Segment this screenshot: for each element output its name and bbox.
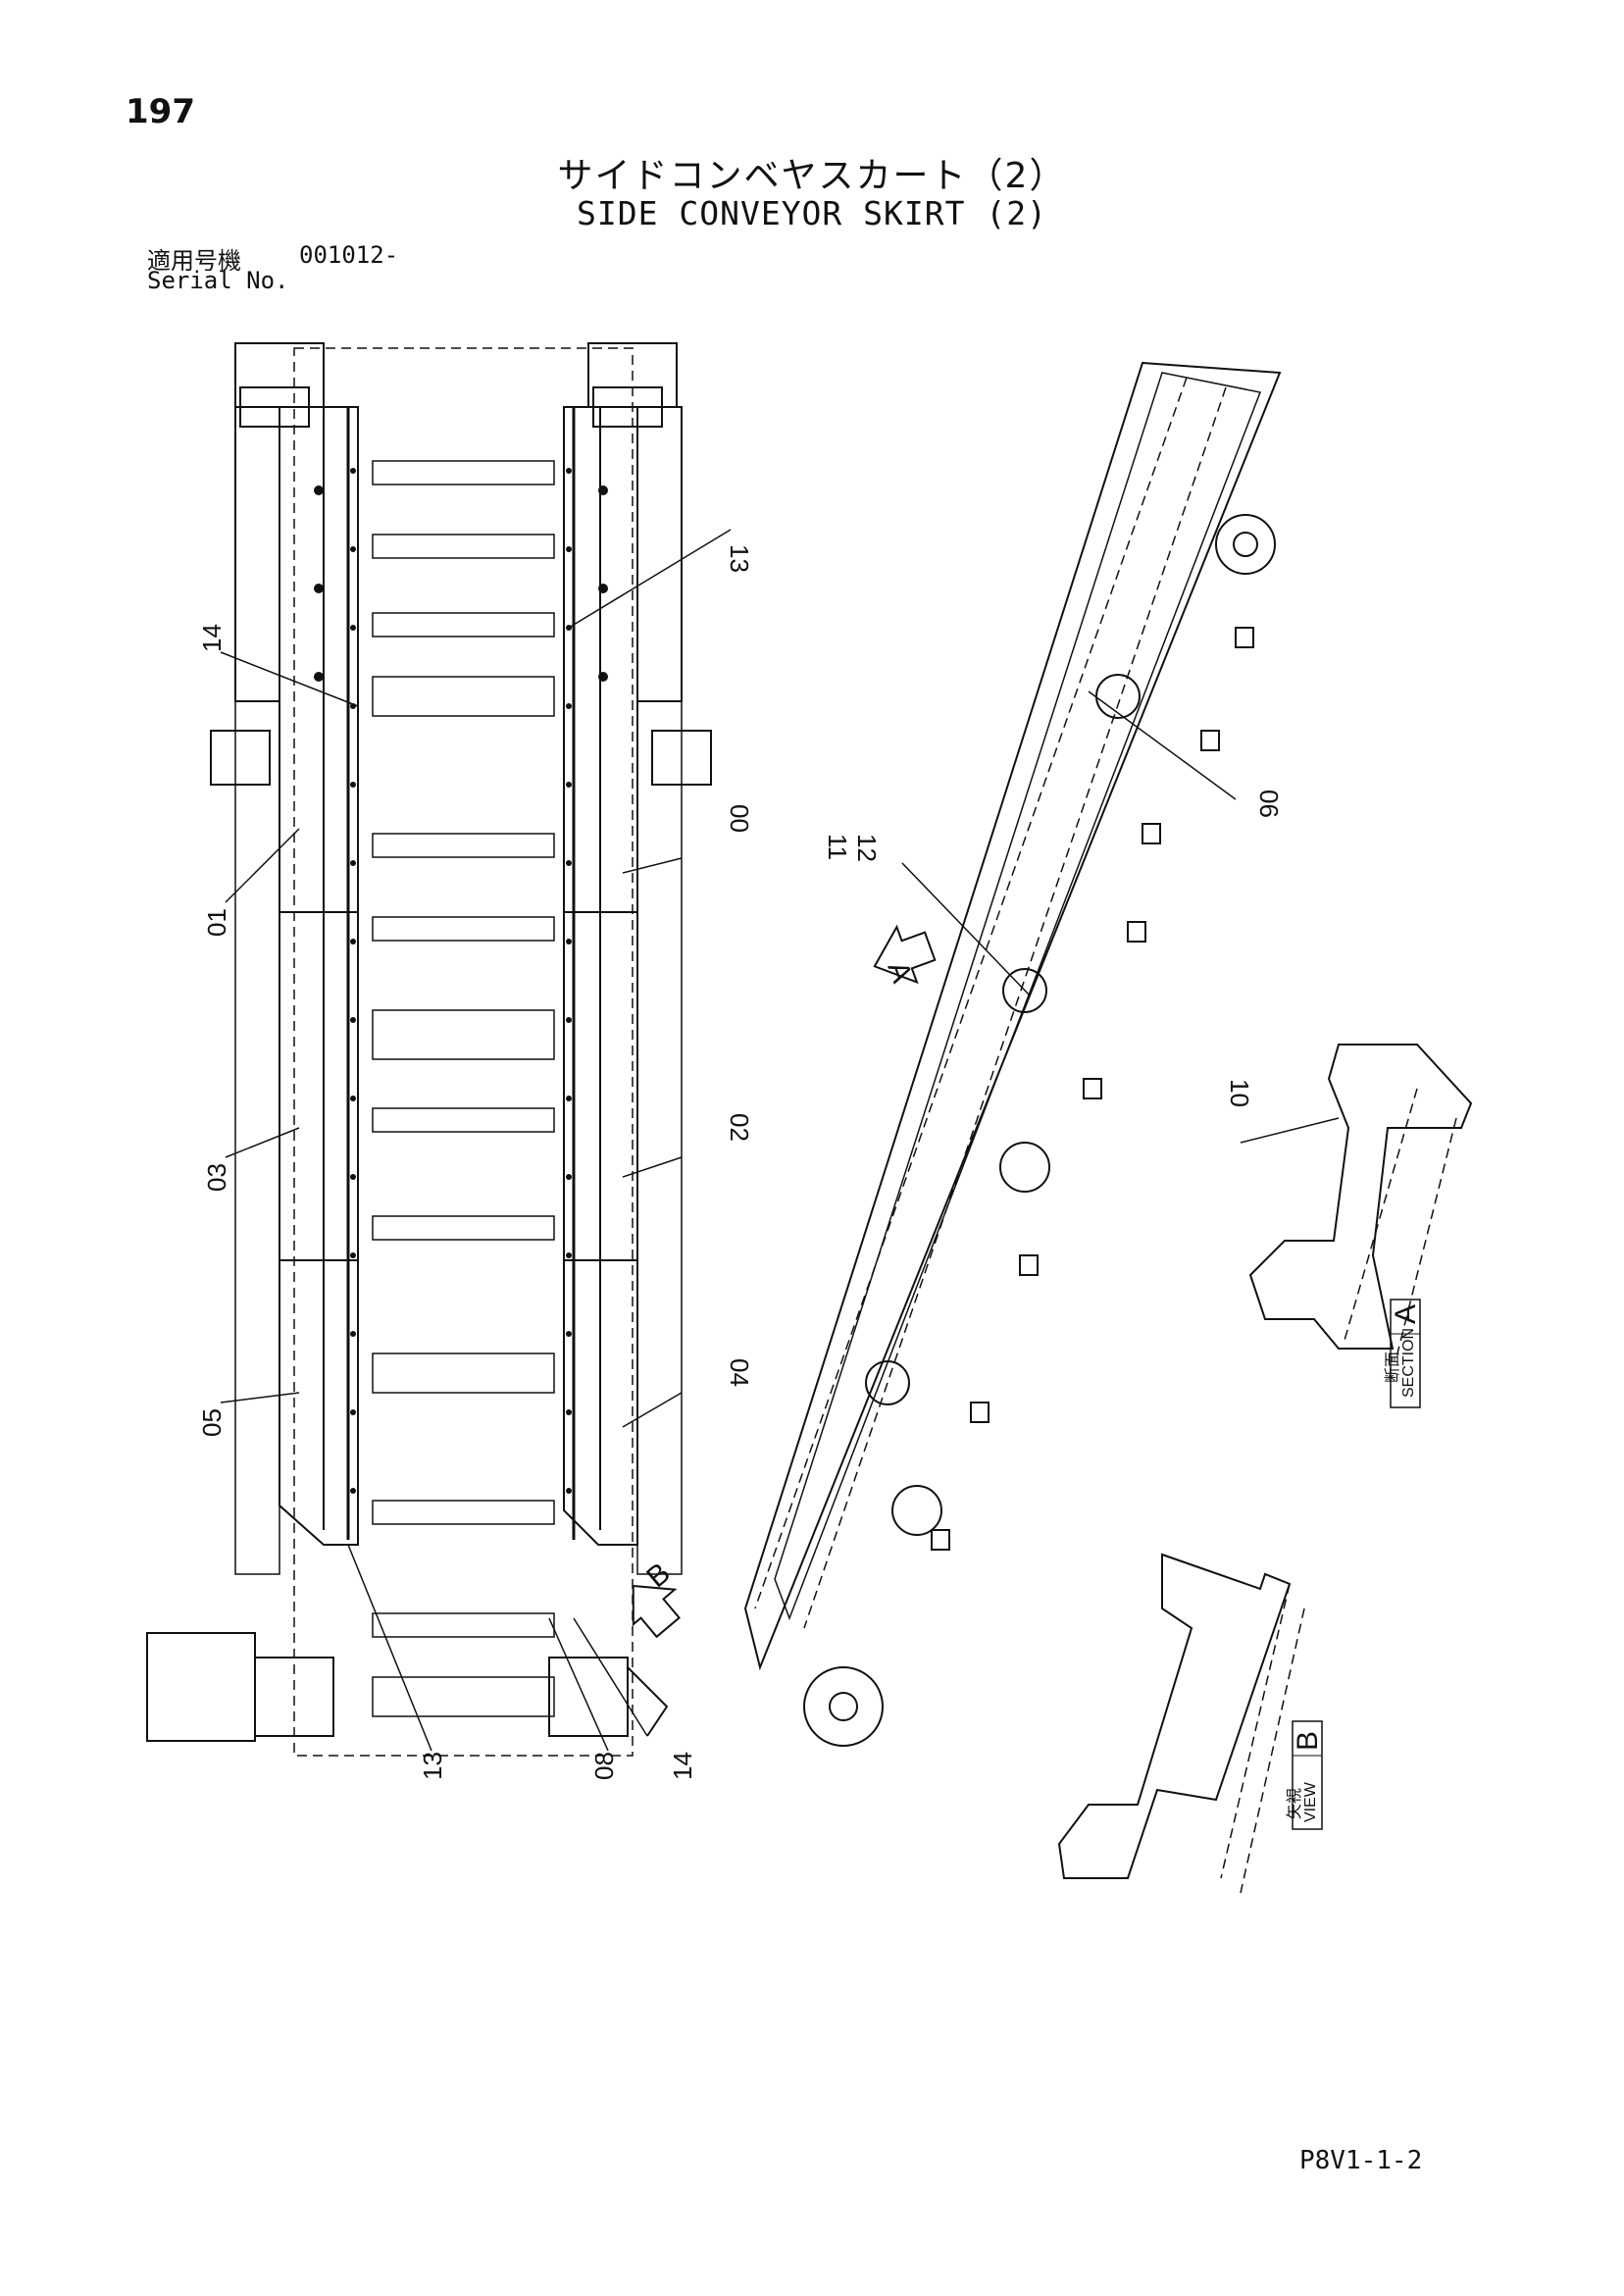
part-label-13-top: 13 <box>725 544 754 573</box>
serial-label-japanese: 適用号機 <box>147 247 241 275</box>
part-label-08: 08 <box>589 1752 619 1780</box>
conveyor-plan-view <box>146 342 732 1757</box>
serial-label-english: Serial No. <box>147 267 289 294</box>
document-code: P8V1-1-2 <box>1299 2146 1423 2175</box>
serial-number: 001012- <box>299 241 399 269</box>
view-b-detail <box>1057 1553 1323 1894</box>
part-label-14-bottom: 14 <box>668 1752 697 1780</box>
part-label-01: 01 <box>202 908 231 937</box>
view-b-letter: B <box>1292 1731 1324 1751</box>
view-marker-a: A <box>881 957 918 987</box>
part-label-00: 00 <box>725 804 754 833</box>
part-label-02: 02 <box>725 1113 754 1142</box>
title-japanese: サイドコンベヤスカート（2） <box>557 156 1067 196</box>
section-a-label-en: SECTION <box>1400 1328 1417 1398</box>
section-a-detail <box>1240 1044 1473 1408</box>
part-label-03: 03 <box>202 1163 231 1192</box>
section-a-label-jp: 断面 <box>1384 1352 1401 1383</box>
part-label-05: 05 <box>197 1408 227 1437</box>
conveyor-side-view <box>743 361 1282 1747</box>
view-b-label-en: VIEW <box>1302 1781 1319 1822</box>
page-number: 197 <box>126 92 195 131</box>
part-label-06: 06 <box>1254 790 1284 818</box>
view-b-label-jp: 矢視 <box>1286 1788 1303 1819</box>
part-label-10: 10 <box>1225 1079 1254 1107</box>
part-label-14-top: 14 <box>197 624 227 652</box>
title-english: SIDE CONVEYOR SKIRT (2) <box>577 194 1047 232</box>
section-a-letter: A <box>1390 1304 1422 1324</box>
part-label-11: 11 <box>823 834 852 860</box>
part-label-12: 12 <box>852 834 882 862</box>
part-label-04: 04 <box>725 1358 754 1387</box>
part-label-13-bottom: 13 <box>418 1752 447 1780</box>
